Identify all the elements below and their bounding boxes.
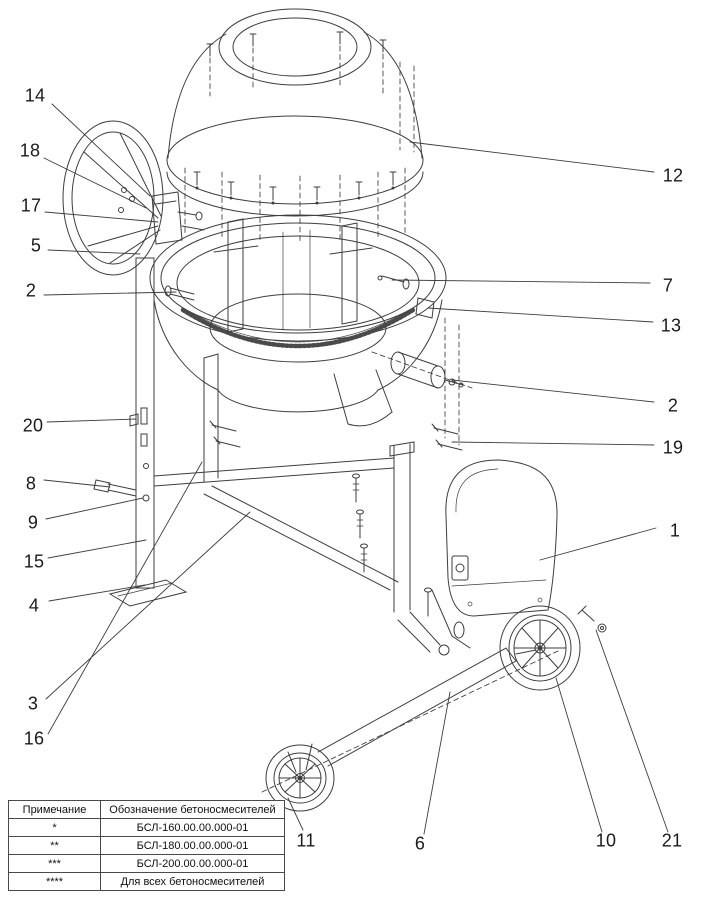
callout-label-17: 17: [20, 195, 42, 216]
table-row: *** БСЛ-200.00.00.000-01: [8, 854, 285, 873]
designation-cell: БСЛ-160.00.00.000-01: [100, 818, 285, 837]
table-row: ** БСЛ-180.00.00.000-01: [8, 836, 285, 855]
callout-label-9: 9: [27, 512, 39, 533]
designation-cell: Для всех бетоносмесителей: [100, 872, 285, 891]
hub-gearbox: [118, 187, 205, 245]
callout-label-12: 12: [662, 165, 684, 186]
designation-cell: БСЛ-180.00.00.000-01: [100, 836, 285, 855]
motor-cover: [431, 459, 558, 649]
leader-lines: [43, 103, 669, 835]
front-wheel: [265, 744, 335, 812]
designation-table: Примечание Обозначение бетоносмесителей …: [8, 800, 285, 891]
tilt-handwheel: [62, 120, 164, 276]
callout-label-14: 14: [24, 85, 46, 106]
note-cell: **: [8, 836, 101, 855]
callout-label-3: 3: [27, 693, 39, 714]
callout-label-13: 13: [660, 315, 682, 336]
lid-assembly-guides: [206, 31, 415, 153]
callout-label-20: 20: [22, 415, 44, 436]
table-header-note: Примечание: [8, 800, 101, 819]
callout-label-18: 18: [19, 140, 41, 161]
callout-label-2-left: 2: [25, 280, 37, 301]
stand-frame: [93, 257, 463, 617]
axle-bolt-washer: [577, 605, 607, 633]
drive-shaft: [371, 351, 473, 389]
tow-frame: [261, 611, 561, 793]
designation-cell: БСЛ-200.00.00.000-01: [100, 854, 285, 873]
table-header-row: Примечание Обозначение бетоносмесителей: [8, 800, 285, 819]
callout-label-7: 7: [662, 275, 674, 296]
table-header-designation: Обозначение бетоносмесителей: [100, 800, 285, 819]
callout-label-10: 10: [595, 830, 617, 851]
note-cell: ****: [8, 872, 101, 891]
callout-label-8: 8: [25, 473, 37, 494]
callout-label-15: 15: [23, 551, 45, 572]
callout-label-19: 19: [662, 437, 684, 458]
callout-label-11: 11: [296, 830, 316, 851]
callout-label-16: 16: [23, 728, 45, 749]
callout-label-4: 4: [28, 595, 40, 616]
table-row: **** Для всех бетоносмесителей: [8, 872, 285, 891]
callout-label-21: 21: [661, 830, 683, 851]
note-cell: ***: [8, 854, 101, 873]
callout-label-5: 5: [30, 235, 42, 256]
mixing-drum: [149, 214, 447, 427]
lid-to-drum-guides: [184, 167, 406, 245]
note-cell: *: [8, 818, 101, 837]
table-row: * БСЛ-160.00.00.000-01: [8, 818, 285, 837]
callout-label-6: 6: [414, 833, 426, 854]
rear-wheel: [499, 605, 581, 691]
callout-label-2-right: 2: [667, 395, 679, 416]
lid-cone: [166, 8, 424, 217]
callout-label-1: 1: [669, 520, 681, 541]
